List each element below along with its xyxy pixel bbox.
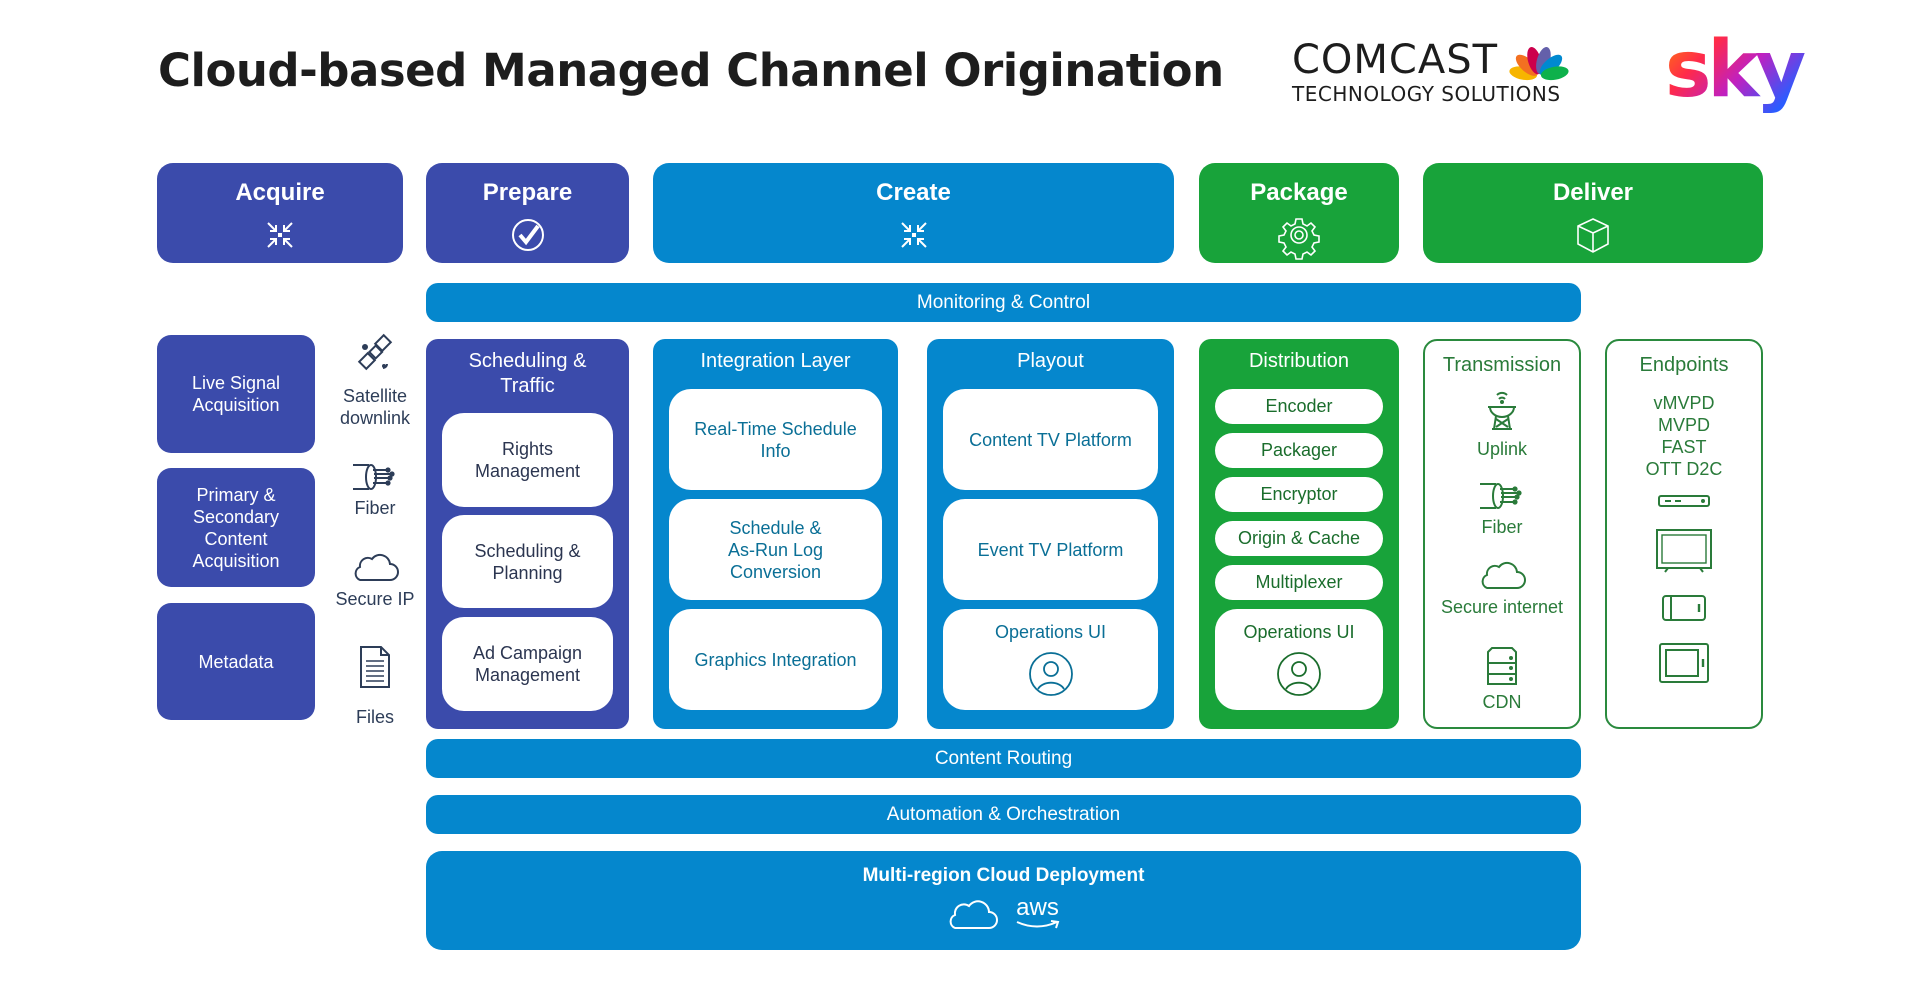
transmission-secure-internet: Secure internet xyxy=(1425,561,1579,618)
sky-wordmark: sky xyxy=(1665,25,1805,115)
stage-package: Package xyxy=(1199,163,1399,263)
playout-operations-ui-card: Operations UI xyxy=(943,609,1158,710)
aws-smile-icon xyxy=(1016,920,1059,929)
stage-create: Create xyxy=(653,163,1174,263)
stage-prepare: Prepare xyxy=(426,163,629,263)
stage-label: Package xyxy=(1250,179,1348,206)
panel-header: Scheduling & Traffic xyxy=(468,350,587,397)
source-label: Satellite downlink xyxy=(339,386,411,428)
panel-header: Transmission xyxy=(1442,354,1562,376)
integration-layer-panel: Integration Layer Real-Time Schedule Inf… xyxy=(653,339,898,729)
realtime-schedule-card: Real-Time Schedule Info xyxy=(669,389,882,490)
sky-logo: sky xyxy=(1665,25,1809,115)
scheduling-planning-card: Scheduling & Planning xyxy=(442,515,613,608)
panel-header: Playout xyxy=(1017,350,1084,372)
user-icon xyxy=(1277,652,1321,696)
rights-management-card: Rights Management xyxy=(442,413,613,507)
server-icon xyxy=(1487,647,1517,685)
card-label: Operations UI xyxy=(994,622,1107,642)
card-label: Operations UI xyxy=(1243,622,1355,642)
check-circle-icon xyxy=(511,219,544,251)
fiber-icon xyxy=(1480,483,1522,509)
ad-campaign-card: Ad Campaign Management xyxy=(442,617,613,711)
bar-label: Content Routing xyxy=(934,748,1073,769)
playout-panel: Playout Content TV Platform Event TV Pla… xyxy=(927,339,1174,729)
peacock-feather xyxy=(1540,66,1569,81)
fiber-icon xyxy=(353,464,395,490)
converge-arrows-icon xyxy=(900,222,927,248)
aws-wordmark: aws xyxy=(1016,894,1059,921)
stage-label: Deliver xyxy=(1552,179,1634,206)
graphics-integration-card: Graphics Integration xyxy=(669,609,882,710)
content-tv-platform-card: Content TV Platform xyxy=(943,389,1158,490)
comcast-logo: COMCAST TECHNOLOGY SOLUTIONS xyxy=(1292,40,1582,106)
source-secure-ip: Secure IP xyxy=(325,553,425,610)
comcast-wordmark: COMCAST xyxy=(1292,37,1499,83)
stage-label: Create xyxy=(876,179,951,206)
comcast-subtitle: TECHNOLOGY SOLUTIONS xyxy=(1292,82,1561,106)
phone-icon xyxy=(1662,595,1706,621)
automation-orchestration-bar: Automation & Orchestration xyxy=(426,795,1581,834)
panel-header: Distribution xyxy=(1248,350,1350,372)
stage-label: Prepare xyxy=(482,179,573,206)
document-icon xyxy=(360,646,390,688)
cloud-icon xyxy=(1481,561,1526,589)
source-label: Secure IP xyxy=(335,589,415,609)
page-title: Cloud-based Managed Channel Origination xyxy=(158,44,1224,97)
cloud-deployment-bar: Multi-region Cloud Deployment aws xyxy=(426,851,1581,950)
cloud-icon xyxy=(949,900,998,929)
gear-icon xyxy=(1278,218,1320,260)
content-acquisition: Primary & Secondary Content Acquisition xyxy=(157,468,315,587)
user-icon xyxy=(1028,652,1073,696)
source-label: Files xyxy=(355,707,394,727)
source-satellite: Satellite downlink xyxy=(325,333,425,429)
source-label: Fiber xyxy=(354,498,396,518)
transmission-uplink: Uplink xyxy=(1425,389,1579,460)
set-top-box-icon xyxy=(1658,495,1710,507)
aws-logo: aws xyxy=(1013,894,1063,933)
bar-label: Monitoring & Control xyxy=(916,292,1091,313)
distribution-panel: Distribution Encoder Packager Encryptor … xyxy=(1199,339,1399,729)
encryptor-pill: Encryptor xyxy=(1215,477,1383,512)
source-files: Files xyxy=(325,645,425,728)
packager-pill: Packager xyxy=(1215,433,1383,468)
multiplexer-pill: Multiplexer xyxy=(1215,565,1383,600)
monitoring-control-bar: Monitoring & Control xyxy=(426,283,1581,322)
asrun-log-card: Schedule & As-Run Log Conversion xyxy=(669,499,882,600)
tv-icon xyxy=(1656,529,1712,573)
metadata-acquisition: Metadata xyxy=(157,603,315,720)
source-fiber: Fiber xyxy=(325,462,425,519)
scheduling-traffic-panel: Scheduling & Traffic Rights Management S… xyxy=(426,339,629,729)
endpoints-panel: Endpoints vMVPD MVPD FAST OTT D2C xyxy=(1605,339,1763,729)
stage-acquire: Acquire xyxy=(157,163,403,263)
encoder-pill: Encoder xyxy=(1215,389,1383,424)
distribution-operations-ui-card: Operations UI xyxy=(1215,609,1383,710)
satellite-icon xyxy=(357,333,393,371)
bar-label: Multi-region Cloud Deployment xyxy=(862,865,1145,886)
content-routing-bar: Content Routing xyxy=(426,739,1581,778)
item-label: Fiber xyxy=(1481,517,1523,537)
transmission-panel: Transmission Uplink Fiber Secure interne… xyxy=(1423,339,1581,729)
stage-label: Acquire xyxy=(235,179,325,206)
event-tv-platform-card: Event TV Platform xyxy=(943,499,1158,600)
live-signal-acquisition: Live Signal Acquisition xyxy=(157,335,315,453)
satellite-dish-icon xyxy=(1488,391,1516,430)
converge-arrows-icon xyxy=(267,222,293,248)
cube-icon xyxy=(1577,218,1609,253)
item-label: CDN xyxy=(1482,692,1522,712)
endpoint-list: vMVPD MVPD FAST OTT D2C xyxy=(1645,393,1723,479)
cloud-icon xyxy=(354,553,399,581)
transmission-cdn: CDN xyxy=(1425,646,1579,713)
transmission-fiber: Fiber xyxy=(1425,481,1579,538)
panel-header: Integration Layer xyxy=(700,350,851,372)
item-label: Secure internet xyxy=(1440,597,1564,617)
bar-label: Automation & Orchestration xyxy=(886,804,1121,825)
nbc-peacock-icon xyxy=(1509,47,1569,81)
origin-cache-pill: Origin & Cache xyxy=(1215,521,1383,556)
stage-deliver: Deliver xyxy=(1423,163,1763,263)
item-label: Uplink xyxy=(1476,439,1528,459)
tablet-icon xyxy=(1659,643,1709,683)
panel-header: Endpoints xyxy=(1639,354,1729,376)
